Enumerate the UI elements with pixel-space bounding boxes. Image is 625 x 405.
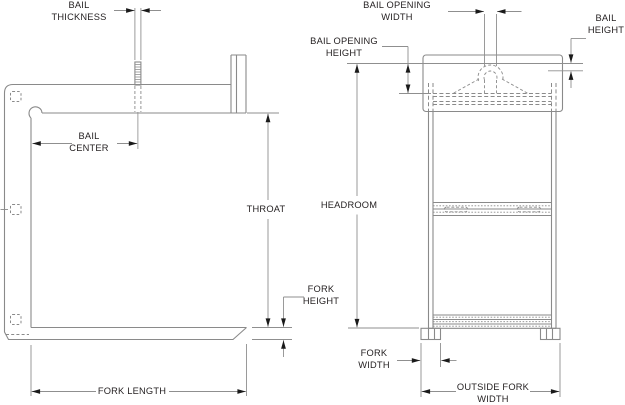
label-fork-length: FORK LENGTH <box>97 386 167 396</box>
mid-crossbar <box>433 201 552 217</box>
fork-shanks <box>427 111 557 329</box>
dimension-arrows <box>31 8 574 394</box>
fork-feet <box>420 327 561 341</box>
label-headroom: HEADROOM <box>320 200 378 210</box>
bail-rod-side <box>134 61 142 149</box>
side-view <box>0 54 247 341</box>
extension-lines <box>30 8 586 397</box>
front-view <box>420 54 564 341</box>
mounting-holes <box>10 91 22 325</box>
bail-front-hidden <box>451 64 530 95</box>
bottom-crossbar <box>428 314 556 329</box>
label-throat: THROAT <box>246 204 286 214</box>
head-beam <box>422 54 564 113</box>
